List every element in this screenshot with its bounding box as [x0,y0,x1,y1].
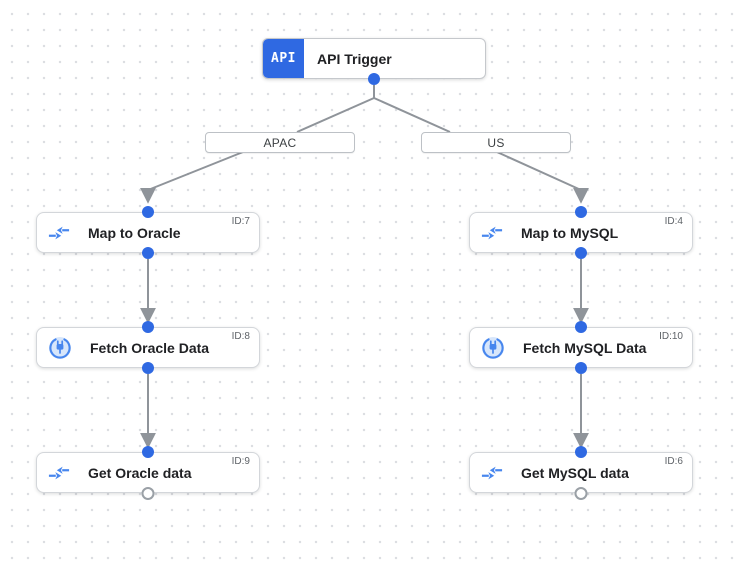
node-get-mysql-data[interactable]: Get MySQL data ID:6 [469,446,693,500]
node-title: API Trigger [317,50,392,67]
node-get-oracle-data[interactable]: Get Oracle data ID:9 [36,446,260,500]
node-id-badge: ID:4 [664,216,683,227]
connection-dot[interactable] [575,362,587,374]
end-connection-dot[interactable] [141,487,155,500]
data-mapping-icon [48,462,70,484]
node-map-to-oracle[interactable]: Map to Oracle ID:7 [36,206,260,259]
connection-dot[interactable] [142,446,154,458]
connection-dot[interactable] [575,321,587,333]
connection-dot[interactable] [142,206,154,218]
node-api-trigger[interactable]: API API Trigger [262,38,486,85]
node-title: Get MySQL data [521,464,629,481]
connection-dot[interactable] [575,206,587,218]
node-id-badge: ID:7 [231,216,250,227]
data-mapping-icon [481,462,503,484]
edge-us-to-map-mysql [496,151,589,204]
node-id-badge: ID:6 [664,456,683,467]
node-id-badge: ID:8 [231,331,250,342]
branch-label-text: US [487,135,505,150]
node-title: Map to MySQL [521,224,619,241]
branch-label-text: APAC [263,135,297,150]
node-id-badge: ID:10 [659,331,683,342]
connector-icon [48,336,72,360]
node-title: Get Oracle data [88,464,192,481]
node-fetch-mysql-data[interactable]: Fetch MySQL Data ID:10 [469,321,693,374]
connection-dot[interactable] [142,362,154,374]
connector-icon [481,336,505,360]
branch-label-us[interactable]: US [421,132,571,153]
node-map-to-mysql[interactable]: Map to MySQL ID:4 [469,206,693,259]
node-title: Fetch Oracle Data [90,339,210,356]
connection-dot[interactable] [575,247,587,259]
edge-apac-to-map-oracle [140,151,244,204]
data-mapping-icon [481,222,503,244]
node-id-badge: ID:9 [231,456,250,467]
edge-trigger-to-us [373,97,451,133]
node-title: Fetch MySQL Data [523,339,647,356]
api-trigger-icon: API [263,39,304,78]
api-badge-label: API [271,51,296,66]
end-connection-dot[interactable] [574,487,588,500]
data-mapping-icon [48,222,70,244]
connection-dot[interactable] [142,247,154,259]
connection-dot[interactable] [575,446,587,458]
connection-dot[interactable] [142,321,154,333]
branch-label-apac[interactable]: APAC [205,132,355,153]
node-fetch-oracle-data[interactable]: Fetch Oracle Data ID:8 [36,321,260,374]
node-title: Map to Oracle [88,224,181,241]
edge-trigger-to-apac [296,97,375,133]
connection-dot[interactable] [368,73,380,85]
